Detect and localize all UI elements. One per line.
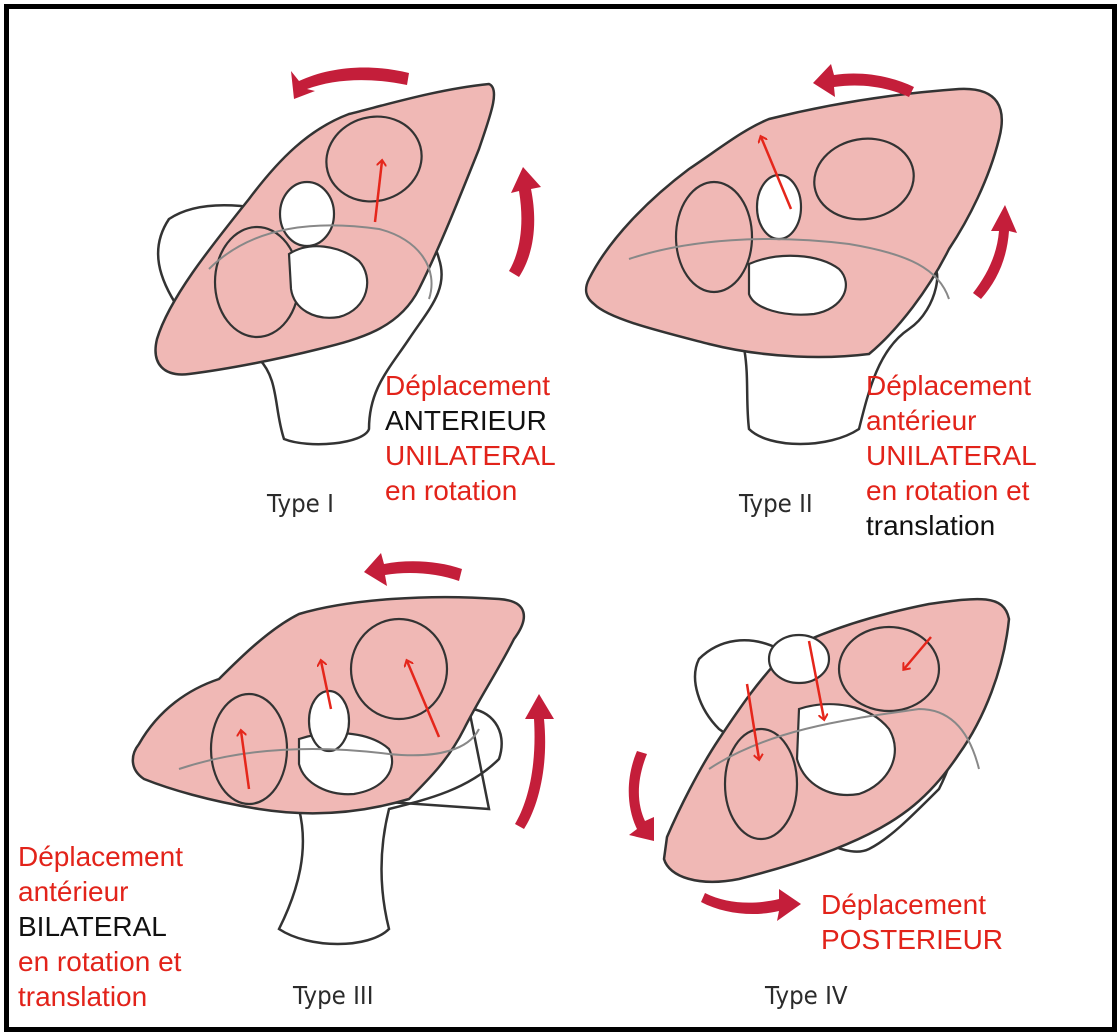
- caption-line: en rotation: [385, 473, 556, 508]
- caption-line: Déplacement: [866, 368, 1037, 403]
- caption-line: BILATERAL: [18, 909, 183, 944]
- type-1-label: Type I: [267, 489, 334, 518]
- caption-line: UNILATERAL: [866, 438, 1037, 473]
- caption-line: UNILATERAL: [385, 438, 556, 473]
- caption-line: antérieur: [866, 403, 1037, 438]
- caption-line: Déplacement: [385, 368, 556, 403]
- type-2-canal: [749, 256, 846, 315]
- type-1-rotation-arrow-right: [509, 167, 541, 277]
- type-3-diagram: [133, 553, 554, 944]
- caption-line: ANTERIEUR: [385, 403, 556, 438]
- type-4-diagram: [629, 599, 1009, 921]
- type-2-caption: Déplacement antérieur UNILATERAL en rota…: [866, 368, 1037, 543]
- caption-line: Déplacement: [821, 887, 1003, 922]
- type-3-rotation-arrow-right: [515, 694, 554, 829]
- type-4-odontoid: [769, 635, 829, 683]
- type-2-rotation-arrow-right: [973, 205, 1017, 299]
- caption-line: antérieur: [18, 874, 183, 909]
- type-1-rotation-arrow-top: [291, 67, 409, 99]
- type-2-label: Type II: [739, 489, 813, 518]
- type-2-odontoid: [757, 175, 801, 239]
- type-4-caption: Déplacement POSTERIEUR: [821, 887, 1003, 957]
- caption-line: translation: [866, 508, 1037, 543]
- type-3-caption: Déplacement antérieur BILATERAL en rotat…: [18, 839, 183, 1014]
- caption-line: en rotation et: [866, 473, 1037, 508]
- caption-line: POSTERIEUR: [821, 922, 1003, 957]
- type-4-rotation-arrow-bottom: [701, 889, 801, 921]
- type-1-caption: Déplacement ANTERIEUR UNILATERAL en rota…: [385, 368, 556, 508]
- type-2-rotation-arrow-top: [813, 64, 914, 97]
- type-4-label: Type IV: [765, 981, 848, 1010]
- caption-line: Déplacement: [18, 839, 183, 874]
- type-4-rotation-arrow-left: [629, 751, 654, 841]
- type-3-label: Type III: [293, 981, 374, 1010]
- caption-line: en rotation et: [18, 944, 183, 979]
- caption-line: translation: [18, 979, 183, 1014]
- figure-frame: Type I Type II Type III Type IV Déplacem…: [4, 4, 1117, 1032]
- type-3-rotation-arrow-top: [364, 553, 462, 586]
- type-1-odontoid: [280, 182, 334, 246]
